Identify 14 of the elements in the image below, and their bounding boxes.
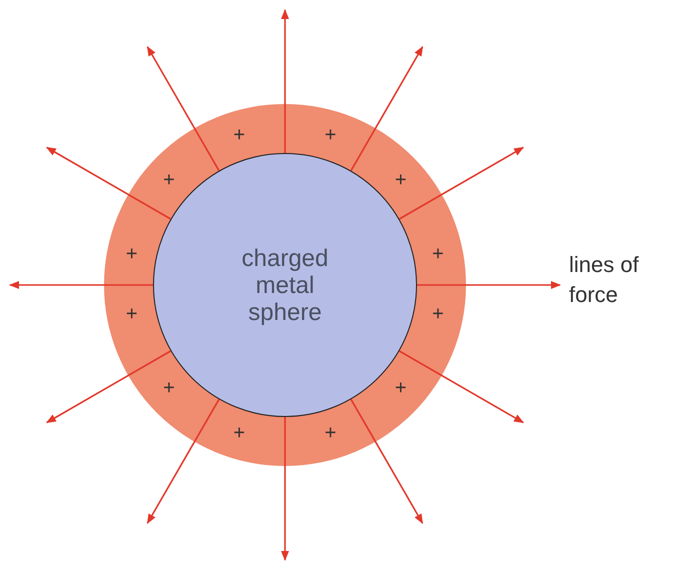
caption-text: lines of force: [569, 251, 640, 309]
charge-sign: +: [324, 124, 336, 145]
charge-sign: +: [126, 304, 138, 324]
sphere-label: charged metal sphere: [240, 244, 330, 326]
charge-sign: +: [126, 244, 138, 264]
charge-sign: +: [432, 244, 444, 264]
charge-sign: +: [432, 304, 444, 324]
charge-sign: +: [163, 378, 175, 398]
charge-sign: +: [233, 124, 246, 145]
charge-sign: +: [394, 378, 407, 398]
charge-sign: +: [324, 423, 336, 444]
charge-sign: +: [394, 170, 407, 190]
charge-sign: +: [233, 423, 246, 444]
charge-sign: +: [163, 170, 175, 190]
